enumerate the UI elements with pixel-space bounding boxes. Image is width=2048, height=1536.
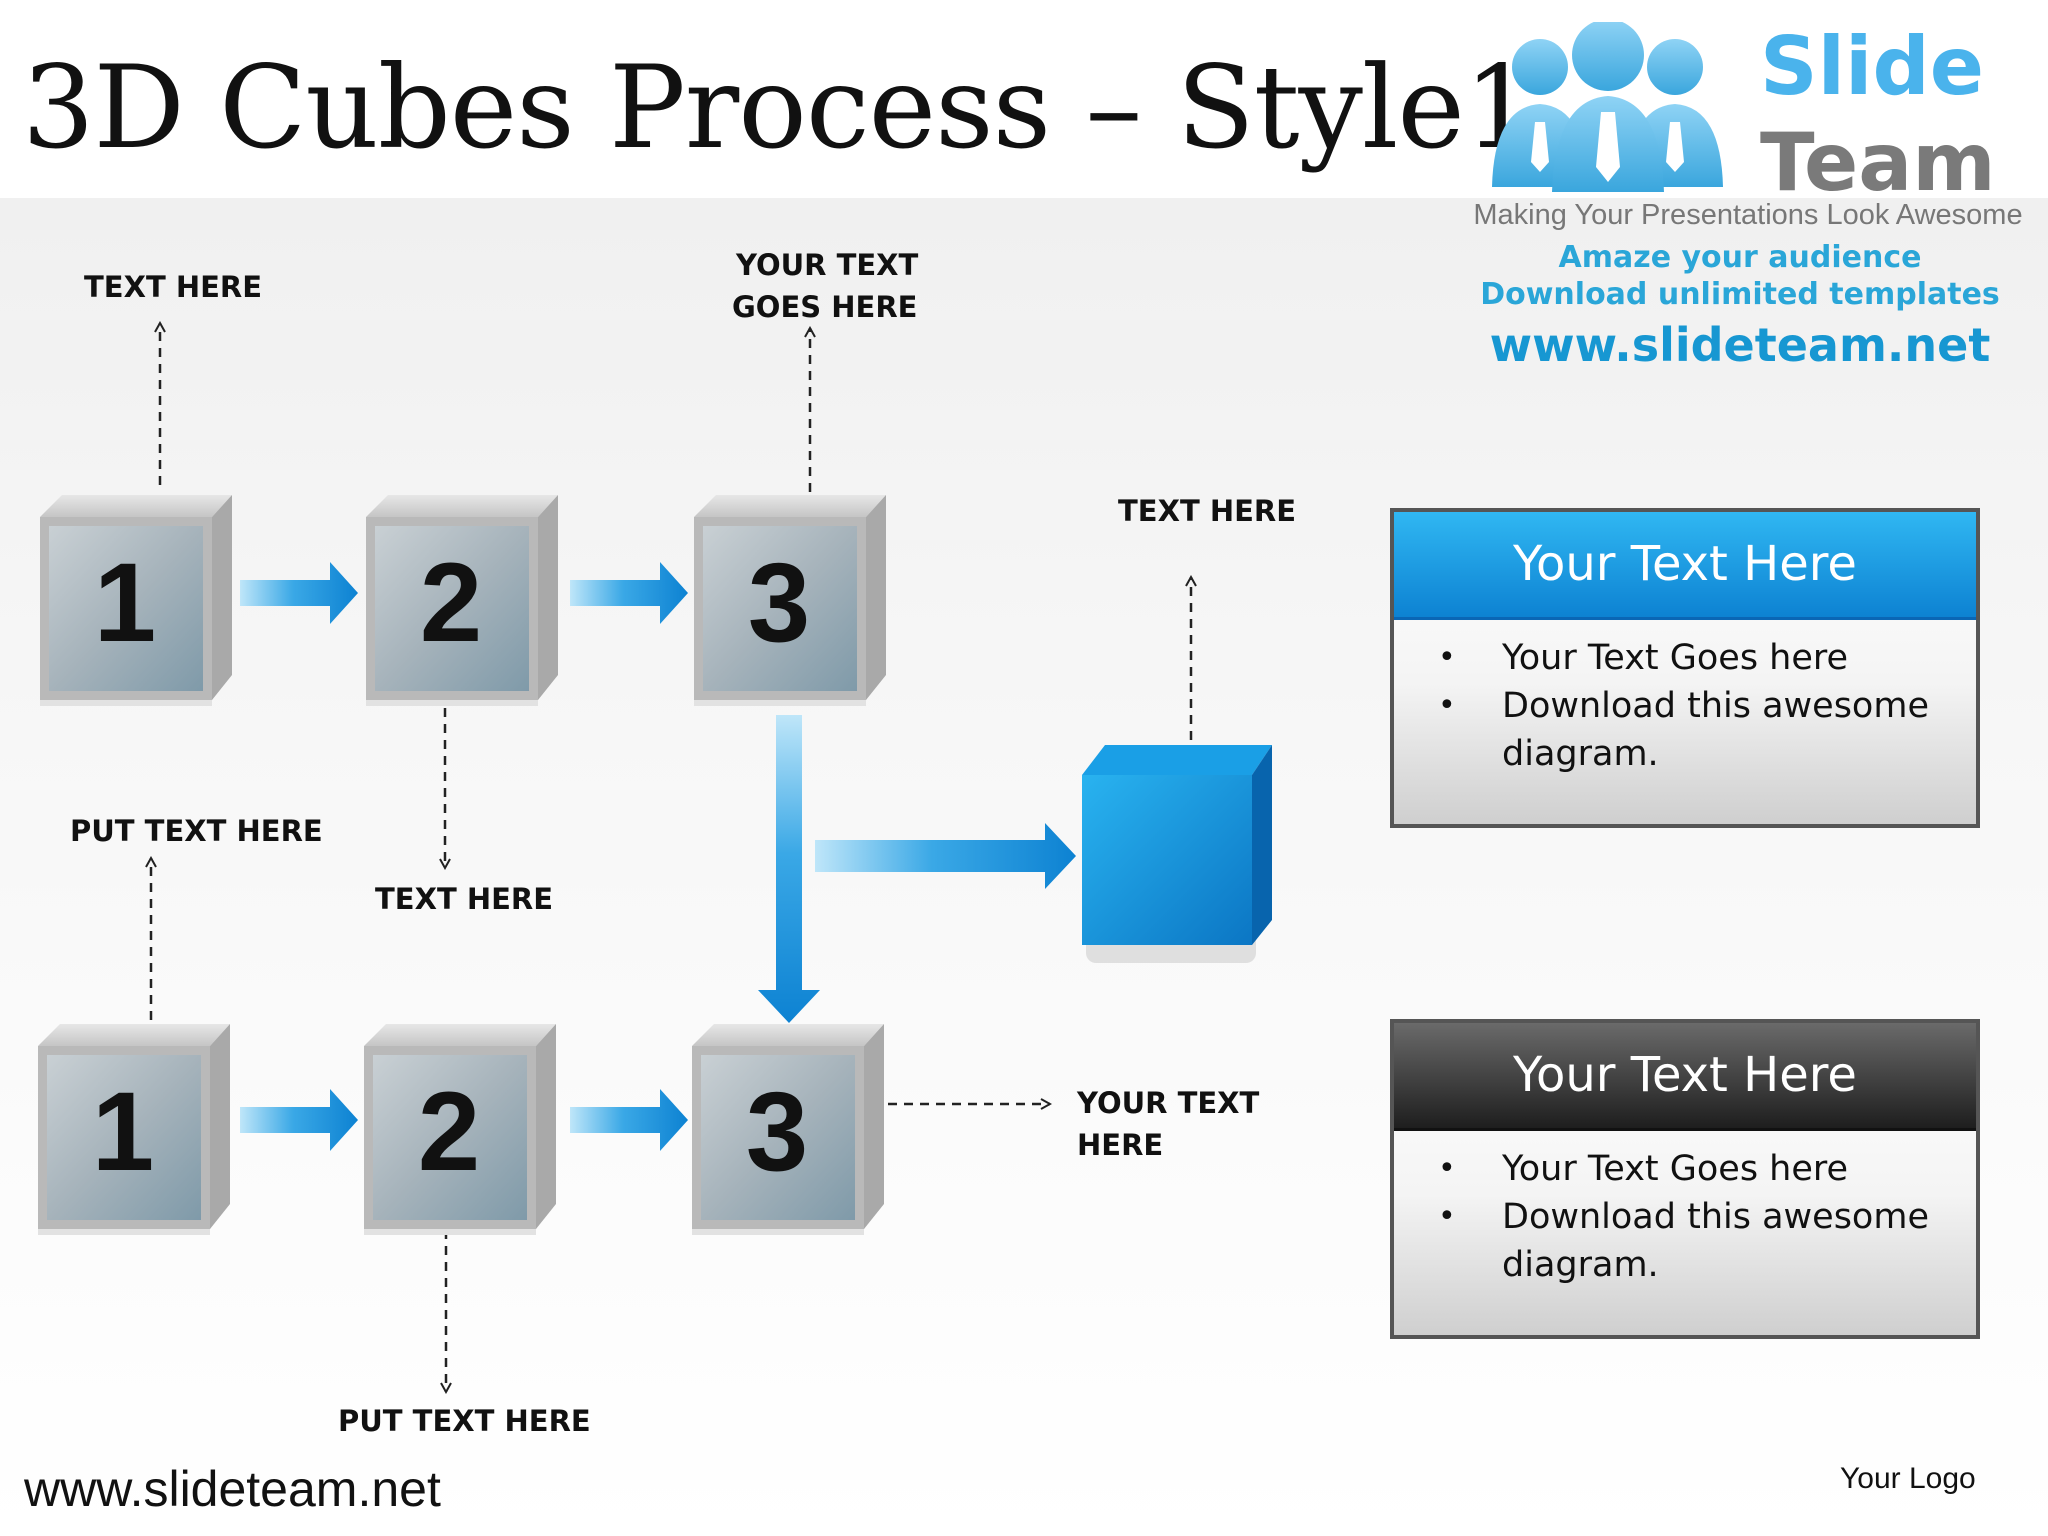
cube-shape <box>694 495 886 706</box>
arrow-row2-1-to-2 <box>240 1089 358 1151</box>
promo-line-1: Amaze your audience <box>1558 240 1922 275</box>
cube-row2-2: 2 <box>364 1024 559 1235</box>
card-bullet-list: Your Text Goes here Download this awesom… <box>1394 1145 1976 1289</box>
footer-url[interactable]: www.slideteam.net <box>24 1461 441 1517</box>
label-bottom: PUT TEXT HERE <box>338 1404 591 1438</box>
arrow-row2-2-to-3 <box>570 1089 688 1151</box>
cube-shape <box>38 1024 230 1235</box>
card-bullet-list: Your Text Goes here Download this awesom… <box>1394 634 1976 778</box>
card-heading: Your Text Here <box>1394 512 1976 620</box>
card-bullet: Download this awesome diagram. <box>1438 682 1976 778</box>
arrow-down-cube3 <box>758 715 820 1023</box>
label-mid-left: PUT TEXT HERE <box>70 814 323 848</box>
cube-number: 2 <box>419 540 483 665</box>
cube-number: 3 <box>745 1069 809 1194</box>
arrow-to-blue-cube <box>815 823 1076 889</box>
cube-shape <box>364 1024 556 1235</box>
card-bullet: Your Text Goes here <box>1438 634 1976 682</box>
logo-word-team: Team <box>1760 116 1996 209</box>
cube-row1-1: 1 <box>40 495 235 706</box>
text-card-dark: Your Text Here Your Text Goes here Downl… <box>1390 1019 1980 1339</box>
slideteam-logo: Slide Team <box>1492 22 1996 209</box>
label-top-mid-1: YOUR TEXT <box>736 248 919 282</box>
card-bullet: Your Text Goes here <box>1438 1145 1976 1193</box>
promo-url[interactable]: www.slideteam.net <box>1489 318 1991 372</box>
footer-logo-placeholder: Your Logo <box>1840 1462 1976 1495</box>
slide-title: 3D Cubes Process – Style1 <box>22 41 1536 174</box>
label-top-mid-2: GOES HERE <box>732 290 918 324</box>
label-right-2: HERE <box>1077 1128 1164 1162</box>
blue-cube <box>1082 745 1272 963</box>
label-right-1: YOUR TEXT <box>1077 1086 1260 1120</box>
card-bullet: Download this awesome diagram. <box>1438 1193 1976 1289</box>
label-mid-center: TEXT HERE <box>375 882 554 916</box>
cube-number: 2 <box>417 1069 481 1194</box>
label-top-right: TEXT HERE <box>1118 494 1297 528</box>
cube-shape <box>40 495 232 706</box>
arrow-row1-2-to-3 <box>570 562 688 624</box>
logo-word-slide: Slide <box>1760 22 1984 113</box>
promo-line-2: Download unlimited templates <box>1480 277 2000 312</box>
cube-shape <box>692 1024 884 1235</box>
cube-row2-3: 3 <box>692 1024 887 1235</box>
arrow-row1-1-to-2 <box>240 562 358 624</box>
label-top-left: TEXT HERE <box>84 270 263 304</box>
card-heading: Your Text Here <box>1394 1023 1976 1131</box>
cube-row1-3: 3 <box>694 495 889 706</box>
cube-number: 1 <box>93 540 157 665</box>
logo-tagline: Making Your Presentations Look Awesome <box>1473 199 2023 231</box>
people-icon <box>1492 22 1723 192</box>
text-card-blue: Your Text Here Your Text Goes here Downl… <box>1390 508 1980 828</box>
cube-number: 1 <box>91 1069 155 1194</box>
cube-shape <box>366 495 558 706</box>
cube-number: 3 <box>747 540 811 665</box>
cube-row1-2: 2 <box>366 495 561 706</box>
cube-row2-1: 1 <box>38 1024 233 1235</box>
